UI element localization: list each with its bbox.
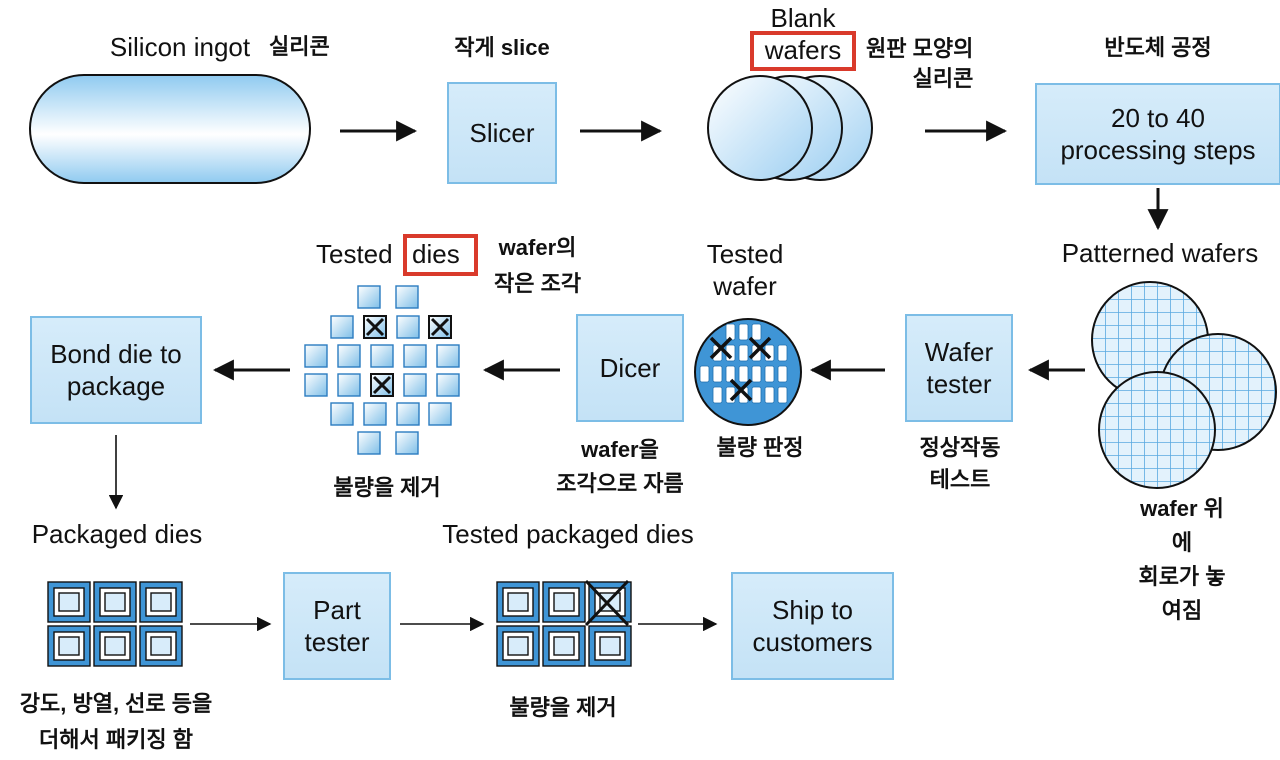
- part-tester-box: Part tester: [283, 572, 391, 680]
- wafers-highlight-box: [750, 31, 856, 71]
- patterned-wafers-label: Patterned wafers: [1061, 238, 1259, 268]
- semiconductor-process-korean-note: 반도체 공정: [1104, 35, 1212, 60]
- die-meaning-korean-note: wafer의 작은 조각: [494, 235, 582, 296]
- wafer-tester-box: Wafer tester: [905, 314, 1013, 422]
- packaged-dies-shape: [47, 581, 183, 667]
- dicer-box: Dicer: [576, 314, 684, 422]
- silicon-ingot-shape: [29, 74, 311, 184]
- defect-x-mark: [584, 579, 630, 627]
- defect-judgment-korean-note: 불량 판정: [716, 435, 804, 460]
- blank-wafers-shape: [707, 75, 873, 181]
- blank-wafers-label-line1: Blank: [770, 3, 836, 33]
- packaged-dies-label: Packaged dies: [31, 519, 203, 549]
- bond-die-box: Bond die to package: [30, 316, 202, 424]
- operation-test-korean-note: 정상작동 테스트: [919, 435, 1001, 492]
- ingot-korean-note: 실리콘: [269, 34, 330, 59]
- tested-dies-label-line2: dies: [412, 239, 460, 269]
- tested-wafer-shape: [694, 318, 802, 426]
- processing-steps-box: 20 to 40 processing steps: [1035, 83, 1280, 185]
- tested-packaged-dies-shape: [496, 581, 632, 667]
- dies-highlight-box: [403, 234, 478, 276]
- wafer-shape-korean-note: 원판 모양의 실리콘: [866, 36, 974, 91]
- silicon-ingot-label: Silicon ingot: [109, 32, 251, 62]
- blank-wafers-label-line2: wafers: [764, 35, 842, 65]
- remove-defects-korean-note: 불량을 제거: [333, 475, 441, 500]
- patterned-wafers-shape: [1091, 281, 1277, 489]
- tested-dies-shape: [304, 285, 460, 455]
- remove-defects-2-korean-note: 불량을 제거: [509, 695, 617, 720]
- slice-korean-note: 작게 slice: [454, 35, 550, 60]
- tested-dies-label-line1: Tested: [316, 239, 393, 269]
- tested-wafer-label: Tested wafer: [706, 239, 784, 301]
- tested-packaged-dies-label: Tested packaged dies: [442, 519, 694, 549]
- packaging-korean-note: 강도, 방열, 선로 등을 더해서 패키징 함: [19, 691, 213, 752]
- cut-wafer-korean-note: wafer을 조각으로 자름: [556, 437, 684, 496]
- ship-to-customers-box: Ship to customers: [731, 572, 894, 680]
- slicer-box: Slicer: [447, 82, 557, 184]
- circuit-on-wafer-korean-note: wafer 위에 회로가 놓여짐: [1138, 496, 1226, 623]
